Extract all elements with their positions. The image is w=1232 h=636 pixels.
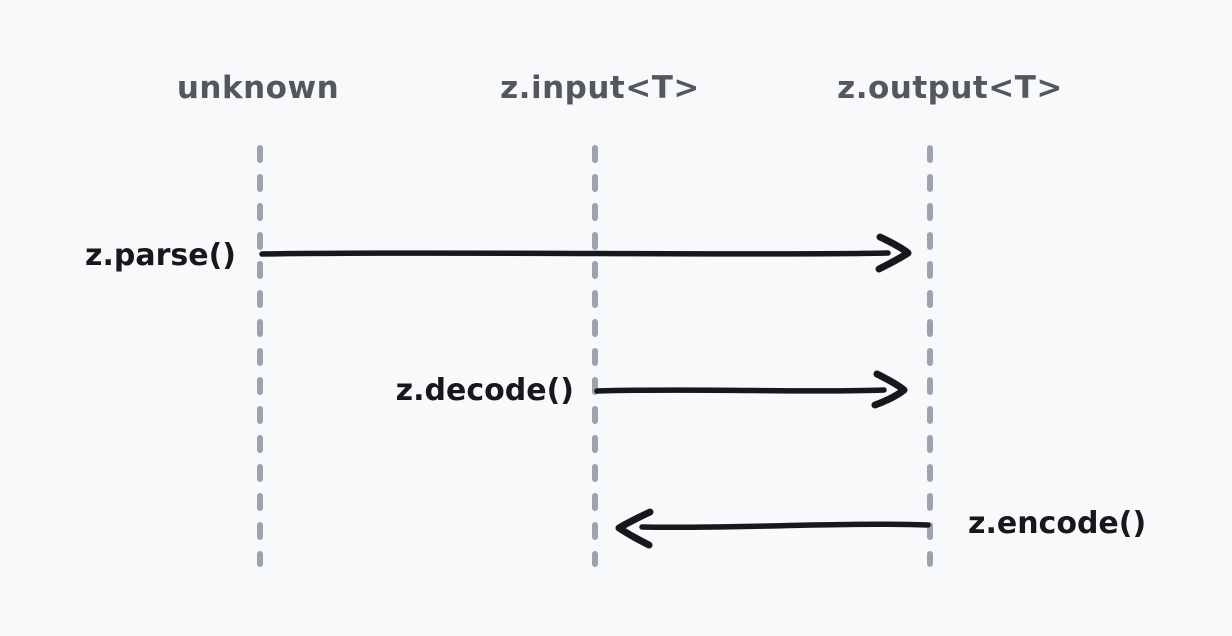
message-decode: z.decode()	[396, 370, 908, 409]
message-label-decode: z.decode()	[396, 373, 574, 408]
lifeline-label-z-input: z.input<T>	[500, 70, 700, 106]
message-encode: z.encode()	[615, 506, 1146, 549]
message-label-parse: z.parse()	[85, 238, 236, 273]
message-arrow-parse	[259, 250, 891, 257]
message-arrow-encode	[639, 521, 931, 531]
parse-arrowhead	[875, 233, 912, 273]
message-parse: z.parse()	[85, 233, 912, 273]
message-arrow-decode	[594, 387, 887, 394]
decode-arrowhead	[871, 370, 908, 409]
message-label-encode: z.encode()	[968, 506, 1146, 541]
encode-arrowhead	[615, 508, 654, 549]
lifeline-label-z-output: z.output<T>	[837, 70, 1063, 106]
lifeline-label-unknown: unknown	[177, 70, 339, 106]
